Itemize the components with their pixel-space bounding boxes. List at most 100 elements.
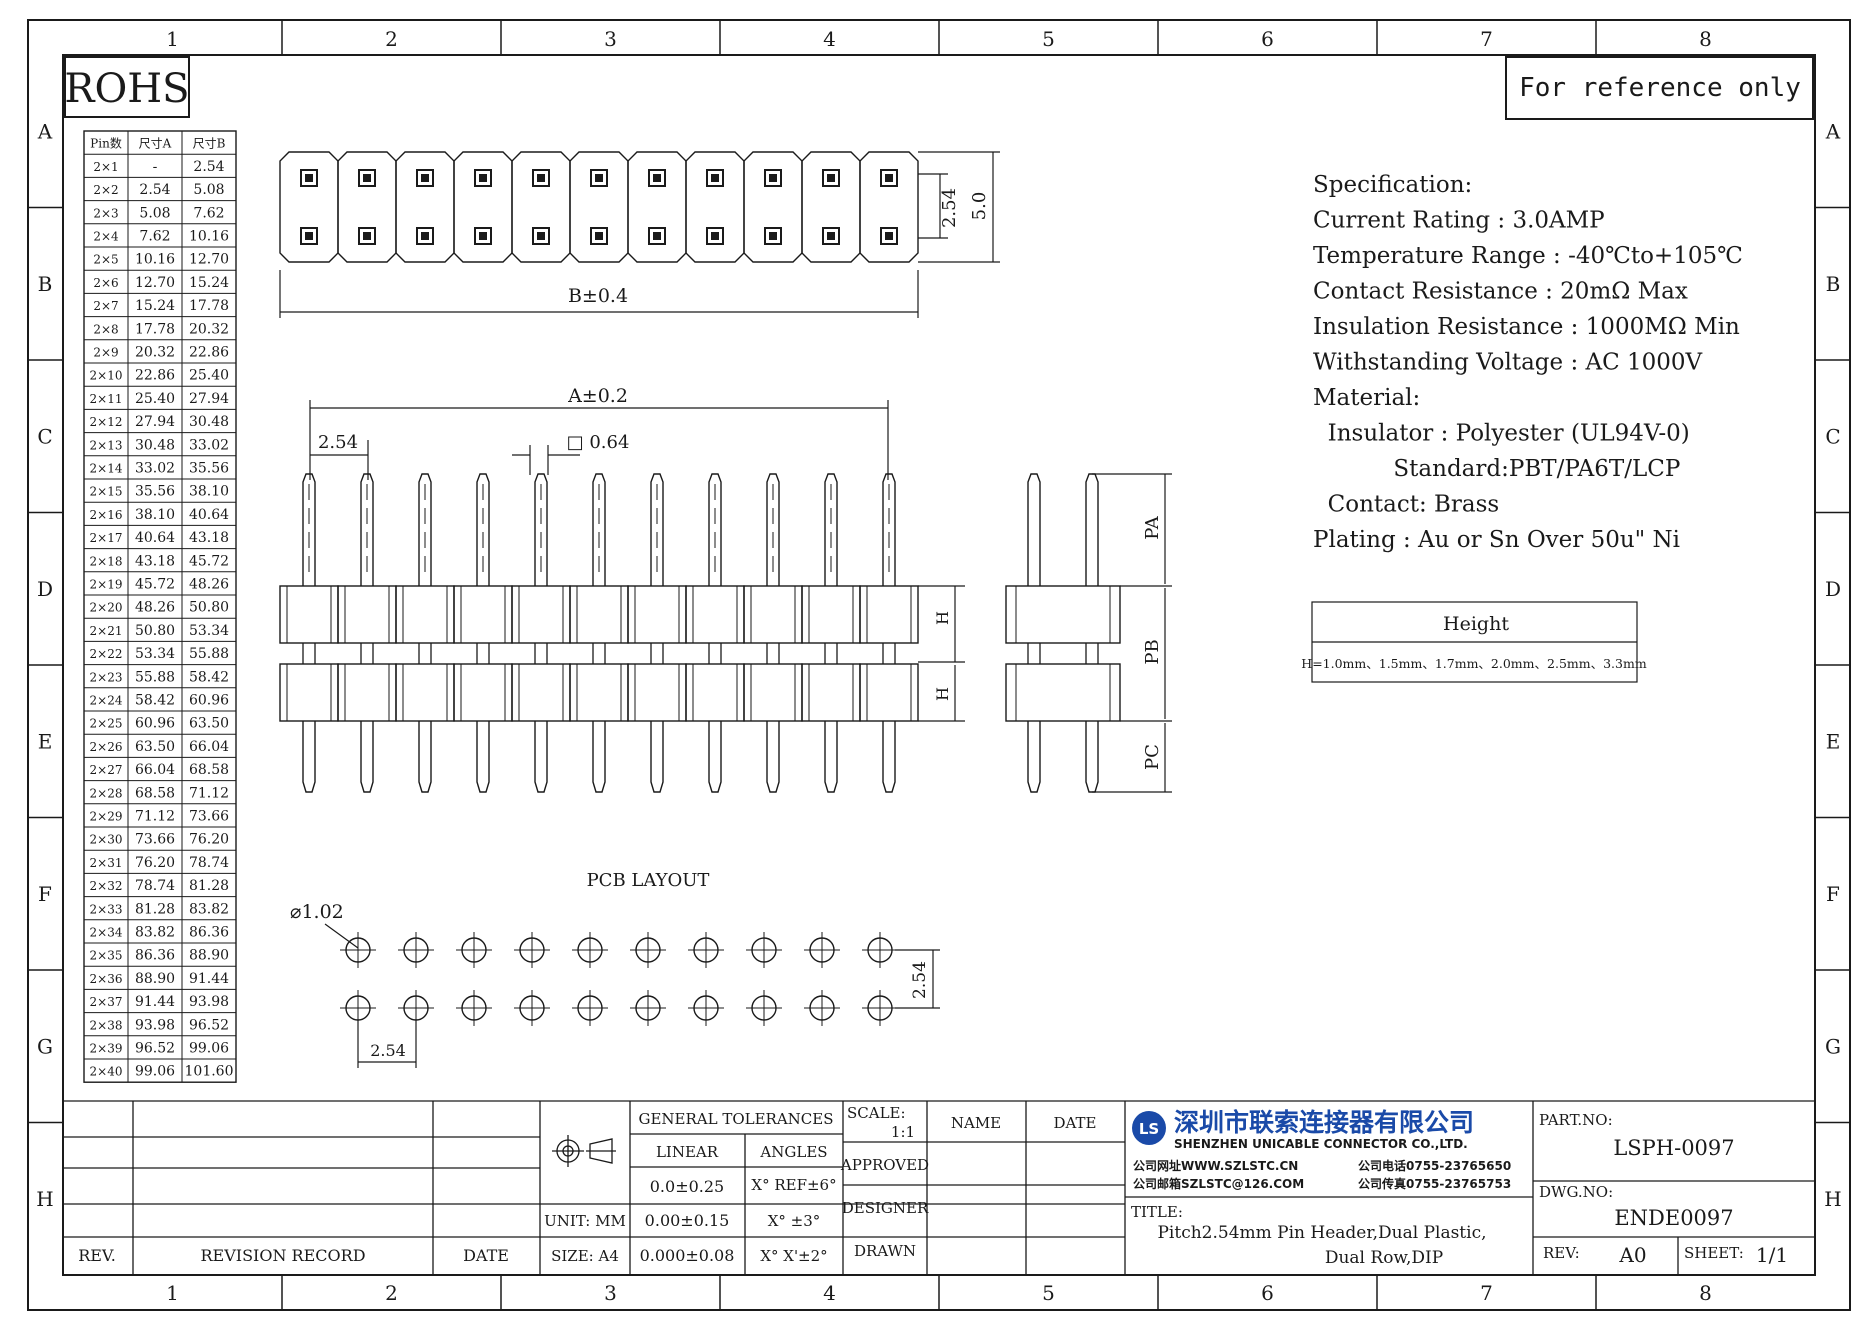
pin-square-outer xyxy=(358,227,376,245)
table-cell: 2×11 xyxy=(90,392,123,406)
pin-square-label: □ 0.64 xyxy=(567,432,630,453)
zone-row-right: B xyxy=(1826,272,1841,296)
table-cell: 73.66 xyxy=(189,809,229,825)
pin-tail xyxy=(418,721,432,793)
pin-square-outer xyxy=(358,169,376,187)
zone-row-left: C xyxy=(37,424,52,448)
zone-column-top: 6 xyxy=(1261,27,1274,51)
side-view-dimensions xyxy=(1092,473,1172,793)
pin-square-inner xyxy=(827,174,835,182)
table-cell: 38.10 xyxy=(135,507,175,523)
housing-lower-cell xyxy=(569,663,629,722)
top-view-cell xyxy=(627,151,687,263)
pb-label: PB xyxy=(1142,639,1163,664)
zone-row-right: G xyxy=(1825,1034,1841,1058)
table-cell: 78.74 xyxy=(189,855,229,871)
table-cell: 2×38 xyxy=(90,1018,123,1032)
company-fax: 公司传真0755-23765753 xyxy=(1358,1176,1511,1191)
table-cell: 2×25 xyxy=(90,717,123,731)
pin-square-outer xyxy=(300,169,318,187)
table-cell: 66.04 xyxy=(135,762,175,778)
table-cell: 2×12 xyxy=(90,415,123,429)
linear-label: LINEAR xyxy=(656,1143,719,1161)
pin-square-outer xyxy=(590,169,608,187)
pin-square-outer xyxy=(822,227,840,245)
height-title: Height xyxy=(1443,613,1509,635)
top-view-cell xyxy=(743,151,803,263)
housing-upper-cell xyxy=(395,585,455,644)
pin-square-inner xyxy=(885,232,893,240)
table-cell: 2×6 xyxy=(93,276,118,290)
zone-column-bottom: 5 xyxy=(1042,1281,1055,1305)
table-cell: 2×33 xyxy=(90,902,123,916)
table-cell: 93.98 xyxy=(135,1017,175,1033)
table-cell: 83.82 xyxy=(189,901,229,917)
pin-tail xyxy=(476,721,490,793)
scale-value: 1:1 xyxy=(891,1123,915,1141)
pin-square-inner xyxy=(479,232,487,240)
zone-column-top: 7 xyxy=(1480,27,1493,51)
pin-tail xyxy=(882,721,896,793)
top-view-cell xyxy=(801,151,861,263)
rohs-badge: ROHS xyxy=(64,56,190,118)
table-cell: 2×36 xyxy=(90,972,123,986)
spec-line: Contact Resistance : 20mΩ Max xyxy=(1313,279,1688,305)
housing-lower-cell xyxy=(279,663,339,722)
zone-column-top: 3 xyxy=(604,27,617,51)
housing-lower-cell xyxy=(453,663,513,722)
zone-markers xyxy=(28,20,1850,1310)
pin-square-inner xyxy=(653,174,661,182)
housing-upper-cell xyxy=(859,585,919,644)
top-view-cell xyxy=(279,151,339,263)
unit-label: UNIT: MM xyxy=(544,1212,626,1230)
table-cell: 27.94 xyxy=(135,414,175,430)
sheet-label: SHEET: xyxy=(1684,1244,1744,1262)
zone-row-right: E xyxy=(1826,729,1841,753)
pin-square-outer xyxy=(416,169,434,187)
rev-col-label: REV. xyxy=(78,1246,116,1265)
table-cell: 73.66 xyxy=(135,832,175,848)
side-housing-lower xyxy=(1005,663,1121,722)
table-cell: 55.88 xyxy=(189,646,229,662)
linear-tol-2: 0.00±0.15 xyxy=(645,1211,730,1230)
table-cell: 99.06 xyxy=(189,1041,229,1057)
a-dimension-label: A±0.2 xyxy=(567,385,628,407)
pin-tail xyxy=(650,721,664,793)
zone-column-bottom: 1 xyxy=(166,1281,179,1305)
housing-upper-cell xyxy=(569,585,629,644)
pin-square-inner xyxy=(711,232,719,240)
zone-column-bottom: 3 xyxy=(604,1281,617,1305)
pin-square-outer xyxy=(764,227,782,245)
name-col-label: NAME xyxy=(951,1114,1001,1132)
zone-row-right: C xyxy=(1825,424,1840,448)
zone-column-bottom: 6 xyxy=(1261,1281,1274,1305)
zone-row-left: D xyxy=(37,577,53,601)
spec-line: Withstanding Voltage : AC 1000V xyxy=(1313,350,1703,376)
table-cell: 30.48 xyxy=(189,414,229,430)
table-cell: 88.90 xyxy=(135,971,175,987)
table-cell: 2×28 xyxy=(90,786,123,800)
table-cell: 2×14 xyxy=(90,462,123,476)
dwg-no-label: DWG.NO: xyxy=(1539,1183,1613,1201)
table-cell: 2×5 xyxy=(93,253,118,267)
table-cell: 91.44 xyxy=(189,971,229,987)
side-pin-tail xyxy=(1085,721,1099,793)
table-cell: 2×35 xyxy=(90,949,123,963)
pin-square-inner xyxy=(421,174,429,182)
top-height-label: 5.0 xyxy=(969,192,990,221)
table-header-cell: Pin数 xyxy=(90,136,122,151)
title-block-text: REV. REVISION RECORD DATE GENERAL TOLERA… xyxy=(78,1104,1788,1268)
zone-column-top: 4 xyxy=(823,27,836,51)
company-website: 公司网址WWW.SZLSTC.CN xyxy=(1133,1158,1298,1173)
pin-square-outer xyxy=(474,227,492,245)
housing-upper-cell xyxy=(685,585,745,644)
h-label-2: H xyxy=(933,687,952,701)
pin-square-outer xyxy=(648,227,666,245)
table-cell: 2×19 xyxy=(90,578,123,592)
table-cell: 12.70 xyxy=(189,252,229,268)
company-name-cn: 深圳市联索连接器有限公司 xyxy=(1174,1108,1474,1137)
table-cell: 48.26 xyxy=(189,577,229,593)
reference-badge: For reference only xyxy=(1505,56,1814,120)
table-cell: 2×27 xyxy=(90,763,123,777)
